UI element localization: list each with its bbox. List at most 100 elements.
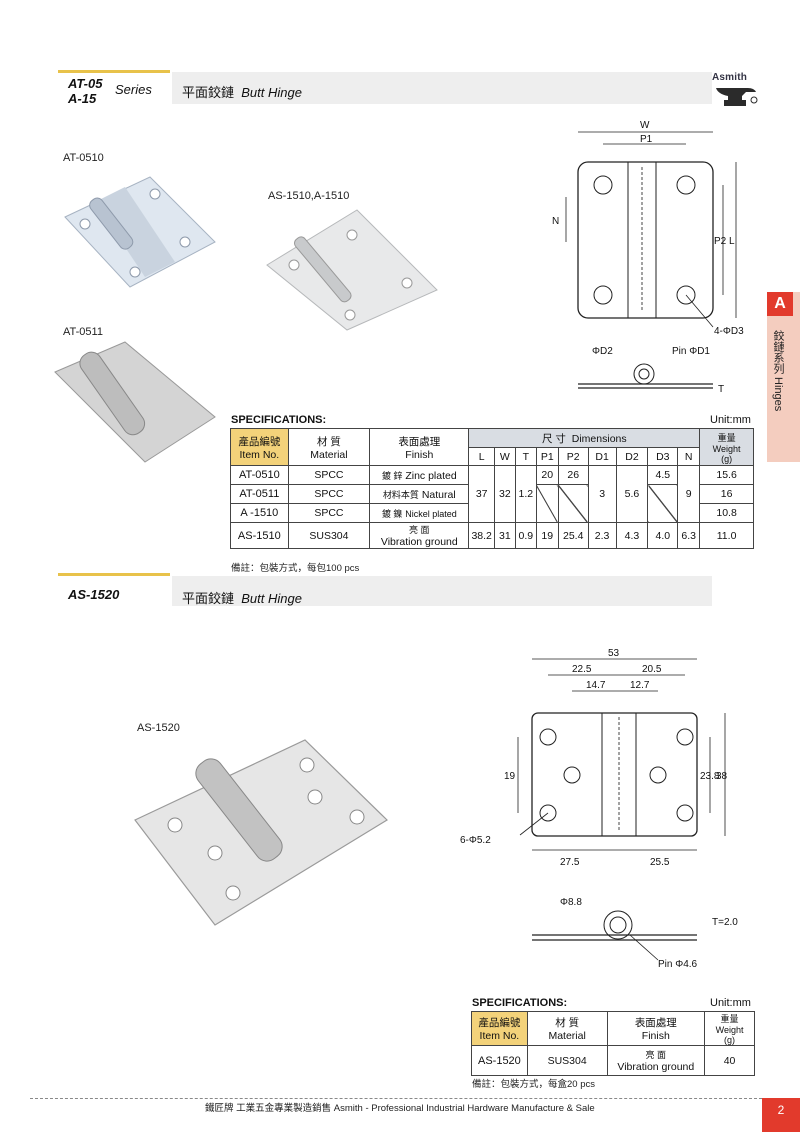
spec1-row3-t: 0.9 (514, 522, 537, 549)
section1-header-bar (58, 70, 170, 73)
technical-drawing-1: W P1 N P2 L 4-ΦD3 ΦD2 Pin ΦD1 T (552, 120, 744, 395)
anvil-icon (716, 88, 758, 106)
spec1-col-t: T (514, 447, 537, 466)
spec1-row3-p1: 19 (535, 522, 559, 549)
spec1-row3-w: 31 (493, 522, 516, 549)
hinge-photo-at0511 (54, 341, 216, 463)
drawing1-label-d1: Pin ΦD1 (672, 346, 710, 357)
section2-title-zh: 平面鉸鏈 (182, 591, 235, 606)
spec1-row3-l: 38.2 (468, 522, 495, 549)
hinge-photo-as1520 (134, 739, 388, 926)
spec1-row1-weight: 16 (699, 484, 754, 504)
spec1-row3-d3: 4.0 (647, 522, 679, 549)
spec1-p1-slash (535, 484, 559, 523)
section2-title: 平面鉸鏈 Butt Hinge (182, 588, 302, 607)
drawing2-label-27-5: 27.5 (560, 857, 580, 868)
table-row: AT-0511 SPCC 材料本質 Natural 16 (230, 484, 754, 523)
drawing2-label-pin: Pin Φ4.6 (658, 959, 698, 970)
logo-text: Asmith (712, 72, 748, 83)
drawing2-label-23-8: 23.8 (700, 771, 720, 782)
photo-label-at0511: AT-0511 (63, 326, 103, 338)
drawing2-label-22-5: 22.5 (572, 664, 592, 675)
spec1-row3-d2: 4.3 (615, 522, 649, 549)
drawing1-label-w: W (640, 120, 650, 131)
spec1-shared-n: 9 (677, 465, 701, 523)
section2-title-en: Butt Hinge (241, 591, 302, 606)
spec2-note: 備註：包裝方式，每盒20 pcs (472, 1079, 595, 1090)
drawing2-label-t: T=2.0 (712, 917, 738, 928)
drawing2-label-holes: 6-Φ5.2 (460, 835, 491, 846)
table-row: A -1510 SPCC 鍍 鎳 Nickel plated 10.8 (230, 503, 754, 523)
page-number: 2 (762, 1098, 800, 1132)
spec1-col-d1: D1 (587, 447, 617, 466)
spec1-shared-l: 37 (468, 465, 495, 523)
spec1-row1-finish: 材料本質 Natural (369, 484, 470, 504)
spec1-row0-finish: 鍍 鋅 Zinc plated (369, 465, 470, 485)
drawing2-label-d88: Φ8.8 (560, 897, 582, 908)
section1-series-code-2: A-15 (68, 91, 97, 106)
spec2-row-item: AS-1520 (471, 1045, 528, 1076)
hinge-photo-as1510 (266, 209, 438, 331)
drawing1-label-n: N (552, 216, 559, 227)
drawing1-label-d2: ΦD2 (592, 346, 613, 357)
section1-title-en: Butt Hinge (241, 85, 302, 100)
spec1-header-dimensions: 尺 寸 Dimensions (468, 428, 701, 448)
section1-series-word: Series (115, 82, 152, 97)
spec1-row2-item: A -1510 (230, 503, 289, 523)
spec1-col-n: N (677, 447, 701, 466)
footer-divider (30, 1098, 762, 1099)
technical-drawing-2: 53 22.5 20.5 14.7 12.7 19 23.8 38 6-Φ5.2… (460, 648, 738, 970)
spec1-row3-material: SUS304 (287, 522, 371, 549)
drawing1-label-d3: 4-ΦD3 (714, 326, 744, 337)
spec1-row3-p2: 25.4 (557, 522, 589, 549)
spec1-row2-finish: 鍍 鎳 Nickel plated (369, 503, 470, 523)
spec1-heading: SPECIFICATIONS: (231, 414, 327, 426)
section1-title-zh: 平面鉸鏈 (182, 85, 235, 100)
section1-series-code-1: AT-05 (68, 76, 103, 91)
spec1-shared-d2: 5.6 (615, 465, 649, 523)
spec1-col-d2: D2 (615, 447, 649, 466)
drawing2-label-19: 19 (504, 771, 516, 782)
spec1-p2-slash (557, 484, 589, 523)
spec1-note: 備註：包裝方式，每包100 pcs (231, 563, 360, 574)
spec1-shared-t: 1.2 (514, 465, 537, 523)
spec1-row0-item: AT-0510 (230, 465, 289, 485)
drawing2-label-20-5: 20.5 (642, 664, 662, 675)
spec1-col-p1: P1 (535, 447, 559, 466)
spec1-shared-d1: 3 (587, 465, 617, 523)
spec1-row3-d1: 2.3 (587, 522, 617, 549)
spec1-row2-weight: 10.8 (699, 503, 754, 523)
section2-series-code: AS-1520 (68, 587, 120, 602)
section1-title: 平面鉸鏈 Butt Hinge (182, 82, 302, 101)
spec1-row3-weight: 11.0 (699, 522, 754, 549)
section2-header-bar (58, 573, 170, 576)
spec1-row3-item: AS-1510 (230, 522, 289, 549)
drawing1-label-p2: P2 (714, 236, 727, 247)
footer-text: 鐵匠牌 工業五金專業製造銷售 Asmith - Professional Ind… (205, 1103, 595, 1114)
spec1-row1-item: AT-0511 (230, 484, 289, 504)
spec1-row0-material: SPCC (287, 465, 371, 485)
photo-label-as1520: AS-1520 (137, 722, 180, 734)
drawing2-label-14-7: 14.7 (586, 680, 606, 691)
spec1-row0-d3: 4.5 (647, 465, 679, 485)
asmith-logo: Asmith (712, 72, 758, 108)
spec1-col-p2: P2 (557, 447, 589, 466)
spec1-col-d3: D3 (647, 447, 679, 466)
spec1-d3-slash (647, 484, 679, 523)
spec1-row0-p1: 20 (535, 465, 559, 485)
spec2-unit: Unit:mm (710, 997, 751, 1009)
drawing2-label-53: 53 (608, 648, 620, 659)
spec1-row2-material: SPCC (287, 503, 371, 523)
spec2-heading: SPECIFICATIONS: (472, 997, 568, 1009)
spec2-row-weight: 40 (704, 1045, 755, 1076)
drawing1-label-p1: P1 (640, 134, 653, 145)
